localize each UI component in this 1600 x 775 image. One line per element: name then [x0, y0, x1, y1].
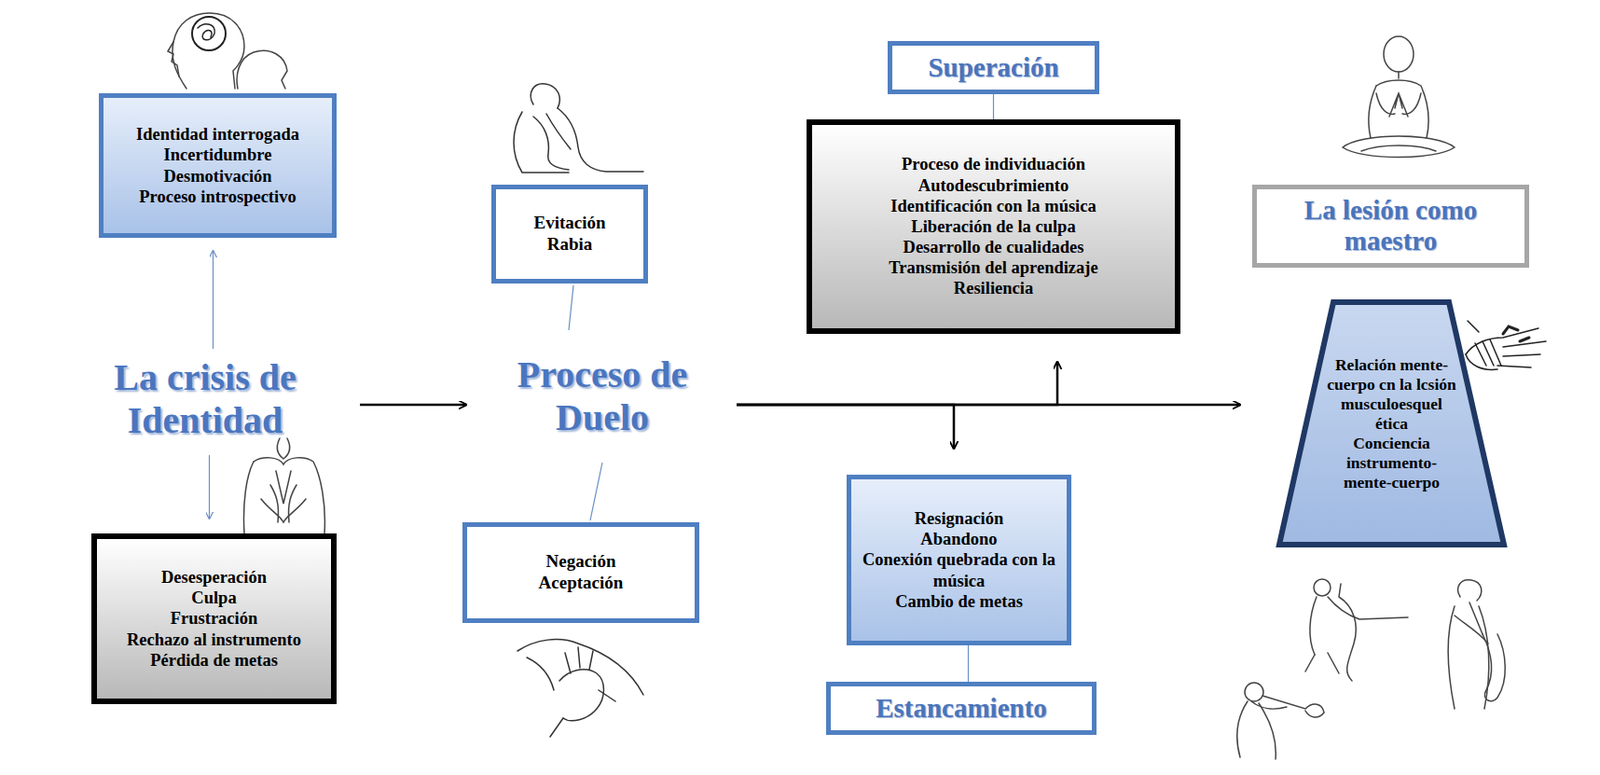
process-box: DesesperaciónCulpaFrustraciónRechazo al … — [91, 533, 337, 704]
node-text: Pérdida de metas — [150, 649, 278, 671]
node-text: Superación — [927, 51, 1059, 84]
node-text: Desmotivación — [163, 165, 272, 187]
outcome-label-box: Estancamiento — [826, 681, 1097, 735]
thin-connector — [208, 455, 210, 519]
node-text: Desesperación — [161, 566, 267, 588]
node-text: Desarrollo de cualidades — [903, 236, 1085, 258]
node-text: La crisis de Identidad — [70, 356, 340, 442]
thin-connector — [993, 94, 994, 120]
stage-title: La crisis de Identidad — [67, 352, 344, 446]
outcome-label-box: Superación — [887, 41, 1100, 95]
torso-sketch — [243, 438, 325, 534]
arrow-connector — [736, 404, 954, 449]
process-box: EvitaciónRabia — [491, 184, 649, 284]
node-text: Identidad interrogada — [136, 124, 300, 145]
node-text: Proceso introspectivo — [138, 186, 296, 207]
trapezoid-box: Relación mente-cuerpo cn la lcsión muscu… — [1275, 298, 1508, 549]
node-text: Autodescubrimiento — [918, 175, 1069, 196]
trapezoid-shape — [1279, 302, 1504, 545]
node-text: Resiliencia — [953, 277, 1034, 299]
node-text: Conciencia instrumento- mente-cuerpo — [1326, 433, 1458, 493]
process-box: Proceso de individuaciónAutodescubrimien… — [806, 119, 1181, 334]
hands-sketch — [517, 639, 644, 737]
trumpeter-sketch — [1237, 682, 1325, 759]
meditating-figure — [1342, 36, 1455, 158]
thin-connector — [590, 462, 603, 521]
thin-connector — [568, 285, 574, 331]
title-box: La lesión como maestro — [1252, 184, 1530, 268]
thin-connector — [212, 250, 214, 349]
node-text: Incertidumbre — [164, 144, 273, 166]
node-text: Estancamiento — [875, 691, 1048, 725]
node-text: Aceptación — [538, 572, 624, 594]
process-box: ResignaciónAbandonoConexión quebrada con… — [846, 474, 1072, 646]
node-text: Conexión quebrada con la música — [860, 549, 1058, 591]
heads-sketch — [167, 13, 288, 89]
node-text: Rabia — [547, 234, 594, 256]
node-text: Liberación de la culpa — [910, 216, 1076, 237]
node-text: Abandono — [920, 528, 997, 550]
node-text: Frustración — [170, 607, 259, 629]
saxophonist-sketch — [1448, 579, 1505, 709]
node-text: Evitación — [533, 212, 606, 235]
arrow-connector — [736, 361, 1058, 405]
node-text: Negación — [546, 551, 617, 573]
node-text: Culpa — [191, 587, 236, 608]
arrow-connector — [736, 403, 1241, 407]
bandaged-hand — [1465, 320, 1546, 370]
process-box: Identidad interrogadaIncertidumbreDesmot… — [98, 93, 337, 238]
node-text: La lesión como maestro — [1266, 194, 1516, 258]
process-box: NegaciónAceptación — [462, 522, 700, 623]
stage-title: Proceso de Duelo — [512, 326, 692, 467]
node-text: Transmisión del aprendizaje — [888, 257, 1098, 278]
sitting-figure — [513, 83, 644, 173]
node-text: Resignación — [914, 508, 1005, 529]
node-text: Relación mente-cuerpo cn la lcsión muscu… — [1326, 355, 1458, 434]
arrow-connector — [359, 403, 467, 407]
node-text: Cambio de metas — [895, 591, 1023, 612]
node-text: Identificación con la música — [890, 195, 1096, 217]
thin-connector — [967, 645, 969, 682]
cellist-sketch — [1305, 579, 1408, 681]
node-text: Proceso de Duelo — [516, 353, 689, 440]
node-text: Proceso de individuación — [901, 153, 1086, 175]
node-text: Rechazo al instrumento — [126, 629, 302, 650]
